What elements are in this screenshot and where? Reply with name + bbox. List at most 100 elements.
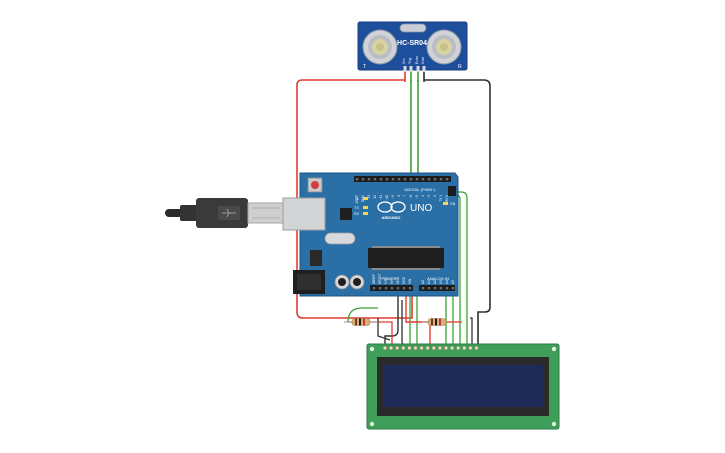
lcd-pin[interactable] xyxy=(443,345,449,351)
header-pin[interactable] xyxy=(408,287,412,290)
black-wire-gnd[interactable] xyxy=(424,79,491,346)
header-pin[interactable] xyxy=(391,178,395,181)
sensor-model-label: HC-SR04 xyxy=(397,40,427,47)
sensor-pin-trig-label: Trig xyxy=(408,58,412,64)
lcd-pin[interactable] xyxy=(382,345,388,351)
header-pin[interactable] xyxy=(427,287,431,290)
header-pin[interactable] xyxy=(355,178,359,181)
lcd-pin[interactable] xyxy=(456,345,461,351)
pin-label: GND xyxy=(396,276,400,284)
pin-label: A0 xyxy=(421,280,425,284)
lcd-pin[interactable] xyxy=(468,345,473,351)
svg-text:L: L xyxy=(357,197,359,201)
arduino-brand-label: ARDUINO xyxy=(382,215,401,220)
header-pin[interactable] xyxy=(384,287,388,290)
black-wire-resistor-2[interactable] xyxy=(377,318,391,341)
header-pin[interactable] xyxy=(445,287,449,290)
header-pin[interactable] xyxy=(427,178,431,181)
black-wire-lcd-k[interactable] xyxy=(470,317,473,346)
pin-label: RESET xyxy=(378,273,382,284)
pin-label: IOREF xyxy=(372,274,376,284)
pin-label: ~5 xyxy=(415,195,419,199)
pin-label: GND xyxy=(402,276,406,284)
pin-label: A4 xyxy=(445,280,449,284)
pin-label: 7 xyxy=(403,195,407,197)
pin-label: 3.3V xyxy=(384,277,388,284)
arduino-logo: UNO ARDUINO xyxy=(377,201,432,220)
pin-label: 2 xyxy=(433,195,437,197)
header-pin[interactable] xyxy=(433,287,437,290)
pin-label: TX 1 xyxy=(439,195,443,202)
header-pin[interactable] xyxy=(390,287,394,290)
header-pin[interactable] xyxy=(372,287,376,290)
lcd-pin[interactable] xyxy=(389,345,394,351)
header-pin[interactable] xyxy=(445,178,449,181)
green-wire-resistor-1[interactable] xyxy=(347,307,378,323)
lcd-pin[interactable] xyxy=(419,345,424,351)
header-pin[interactable] xyxy=(373,178,377,181)
header-pin[interactable] xyxy=(451,287,455,290)
lcd-pin[interactable] xyxy=(462,345,467,351)
red-wire-5v[interactable] xyxy=(296,79,413,319)
header-pin[interactable] xyxy=(439,287,443,290)
analog-header xyxy=(419,285,455,291)
sensor-pin-echo-label: Echo xyxy=(415,56,419,64)
capacitors xyxy=(334,274,365,290)
red-wire-lcd-vdd[interactable] xyxy=(405,290,431,346)
resistor-2[interactable] xyxy=(422,318,447,326)
lcd-pin[interactable] xyxy=(395,345,400,351)
header-pin[interactable] xyxy=(415,178,419,181)
header-pin[interactable] xyxy=(402,287,406,290)
header-pin[interactable] xyxy=(433,178,437,181)
lcd-pin[interactable] xyxy=(431,345,436,351)
header-pin[interactable] xyxy=(361,178,365,181)
svg-text:RX: RX xyxy=(354,212,360,216)
header-pin[interactable] xyxy=(379,178,383,181)
header-pin[interactable] xyxy=(367,178,371,181)
header-pin[interactable] xyxy=(403,178,407,181)
reset-button[interactable] xyxy=(307,177,323,193)
header-pin[interactable] xyxy=(396,287,400,290)
sensor-corner-right: R xyxy=(458,64,462,70)
digital-label: DIGITAL (PWM~) xyxy=(405,187,437,192)
pin-label: ~10 xyxy=(385,195,389,201)
lcd-pin[interactable] xyxy=(474,345,479,351)
pin-label: A1 xyxy=(427,280,431,284)
usb-cable[interactable] xyxy=(165,198,285,228)
lcd-pin[interactable] xyxy=(413,345,418,351)
crystal-oscillator xyxy=(324,232,356,245)
header-pin[interactable] xyxy=(421,287,425,290)
lcd-16x2[interactable] xyxy=(366,343,560,430)
sensor-corner-left: T xyxy=(363,64,366,70)
lcd-pin[interactable] xyxy=(425,345,430,351)
lcd-pin[interactable] xyxy=(401,345,406,351)
header-pin[interactable] xyxy=(409,178,413,181)
header-pin[interactable] xyxy=(378,287,382,290)
sensor-pin-gnd-label: Gnd xyxy=(421,57,425,64)
lcd-pin[interactable] xyxy=(407,345,412,351)
arduino-model-label: UNO xyxy=(410,203,432,214)
pin-label: 13 xyxy=(367,195,371,199)
header-pin[interactable] xyxy=(397,178,401,181)
lcd-screen xyxy=(383,365,543,407)
lcd-pin[interactable] xyxy=(450,345,455,351)
svg-text:TX: TX xyxy=(355,206,360,210)
pin-label: VIN xyxy=(408,278,412,284)
atmega-chip xyxy=(368,246,444,270)
usb-port xyxy=(282,197,326,231)
ultrasonic-sensor[interactable]: HC-SR04 T R Vcc Trig Echo Gnd xyxy=(357,21,468,72)
pin-label: A3 xyxy=(439,280,443,284)
status-leds: L TX RX ON xyxy=(354,197,456,216)
black-wire-lcd-rw[interactable] xyxy=(401,300,404,347)
header-pin[interactable] xyxy=(439,178,443,181)
header-pin[interactable] xyxy=(421,178,425,181)
header-pin[interactable] xyxy=(385,178,389,181)
svg-text:ON: ON xyxy=(450,202,456,206)
sensor-receiver xyxy=(426,29,462,65)
resistor-1[interactable] xyxy=(344,318,378,326)
lcd-pin[interactable] xyxy=(437,345,442,351)
pin-label: ~11 xyxy=(379,195,383,200)
